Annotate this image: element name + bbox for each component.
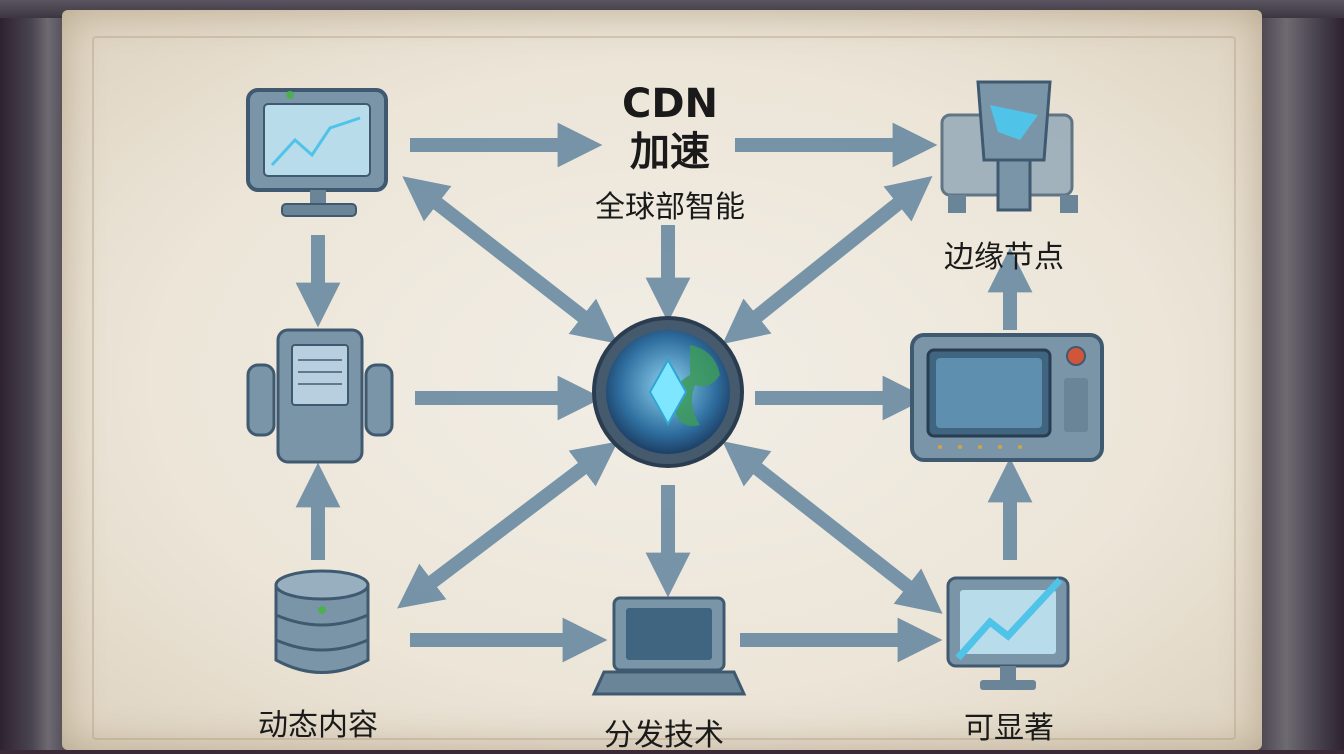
title-line2: 加速 <box>630 129 710 175</box>
parchment-border <box>92 36 1236 740</box>
laptop-icon <box>591 596 747 696</box>
stone-frame-right <box>1248 0 1344 750</box>
title-line1: CDN <box>621 81 719 127</box>
edge-node-icon <box>940 80 1078 213</box>
arrow-globe-db <box>397 441 618 609</box>
cdn-title: CDN 加速 <box>570 80 770 176</box>
title-subtitle: 全球部智能 <box>595 190 745 225</box>
tv-device-icon <box>910 333 1104 462</box>
globe-icon <box>592 316 744 468</box>
server-device-icon <box>246 328 394 464</box>
arrow-monitor-globe <box>402 176 618 344</box>
arrow-edge-globe <box>722 176 933 344</box>
label-dynamic-content: 动态内容 <box>258 708 378 743</box>
database-icon <box>274 569 370 674</box>
monitor-growth-icon <box>946 576 1070 690</box>
arrow-globe-chart <box>722 441 943 614</box>
label-significant: 可显著 <box>964 711 1054 746</box>
label-distribution-tech: 分发技术 <box>604 718 724 753</box>
label-edge-nodes: 边缘节点 <box>944 240 1064 275</box>
monitor-chart-icon <box>246 88 388 217</box>
